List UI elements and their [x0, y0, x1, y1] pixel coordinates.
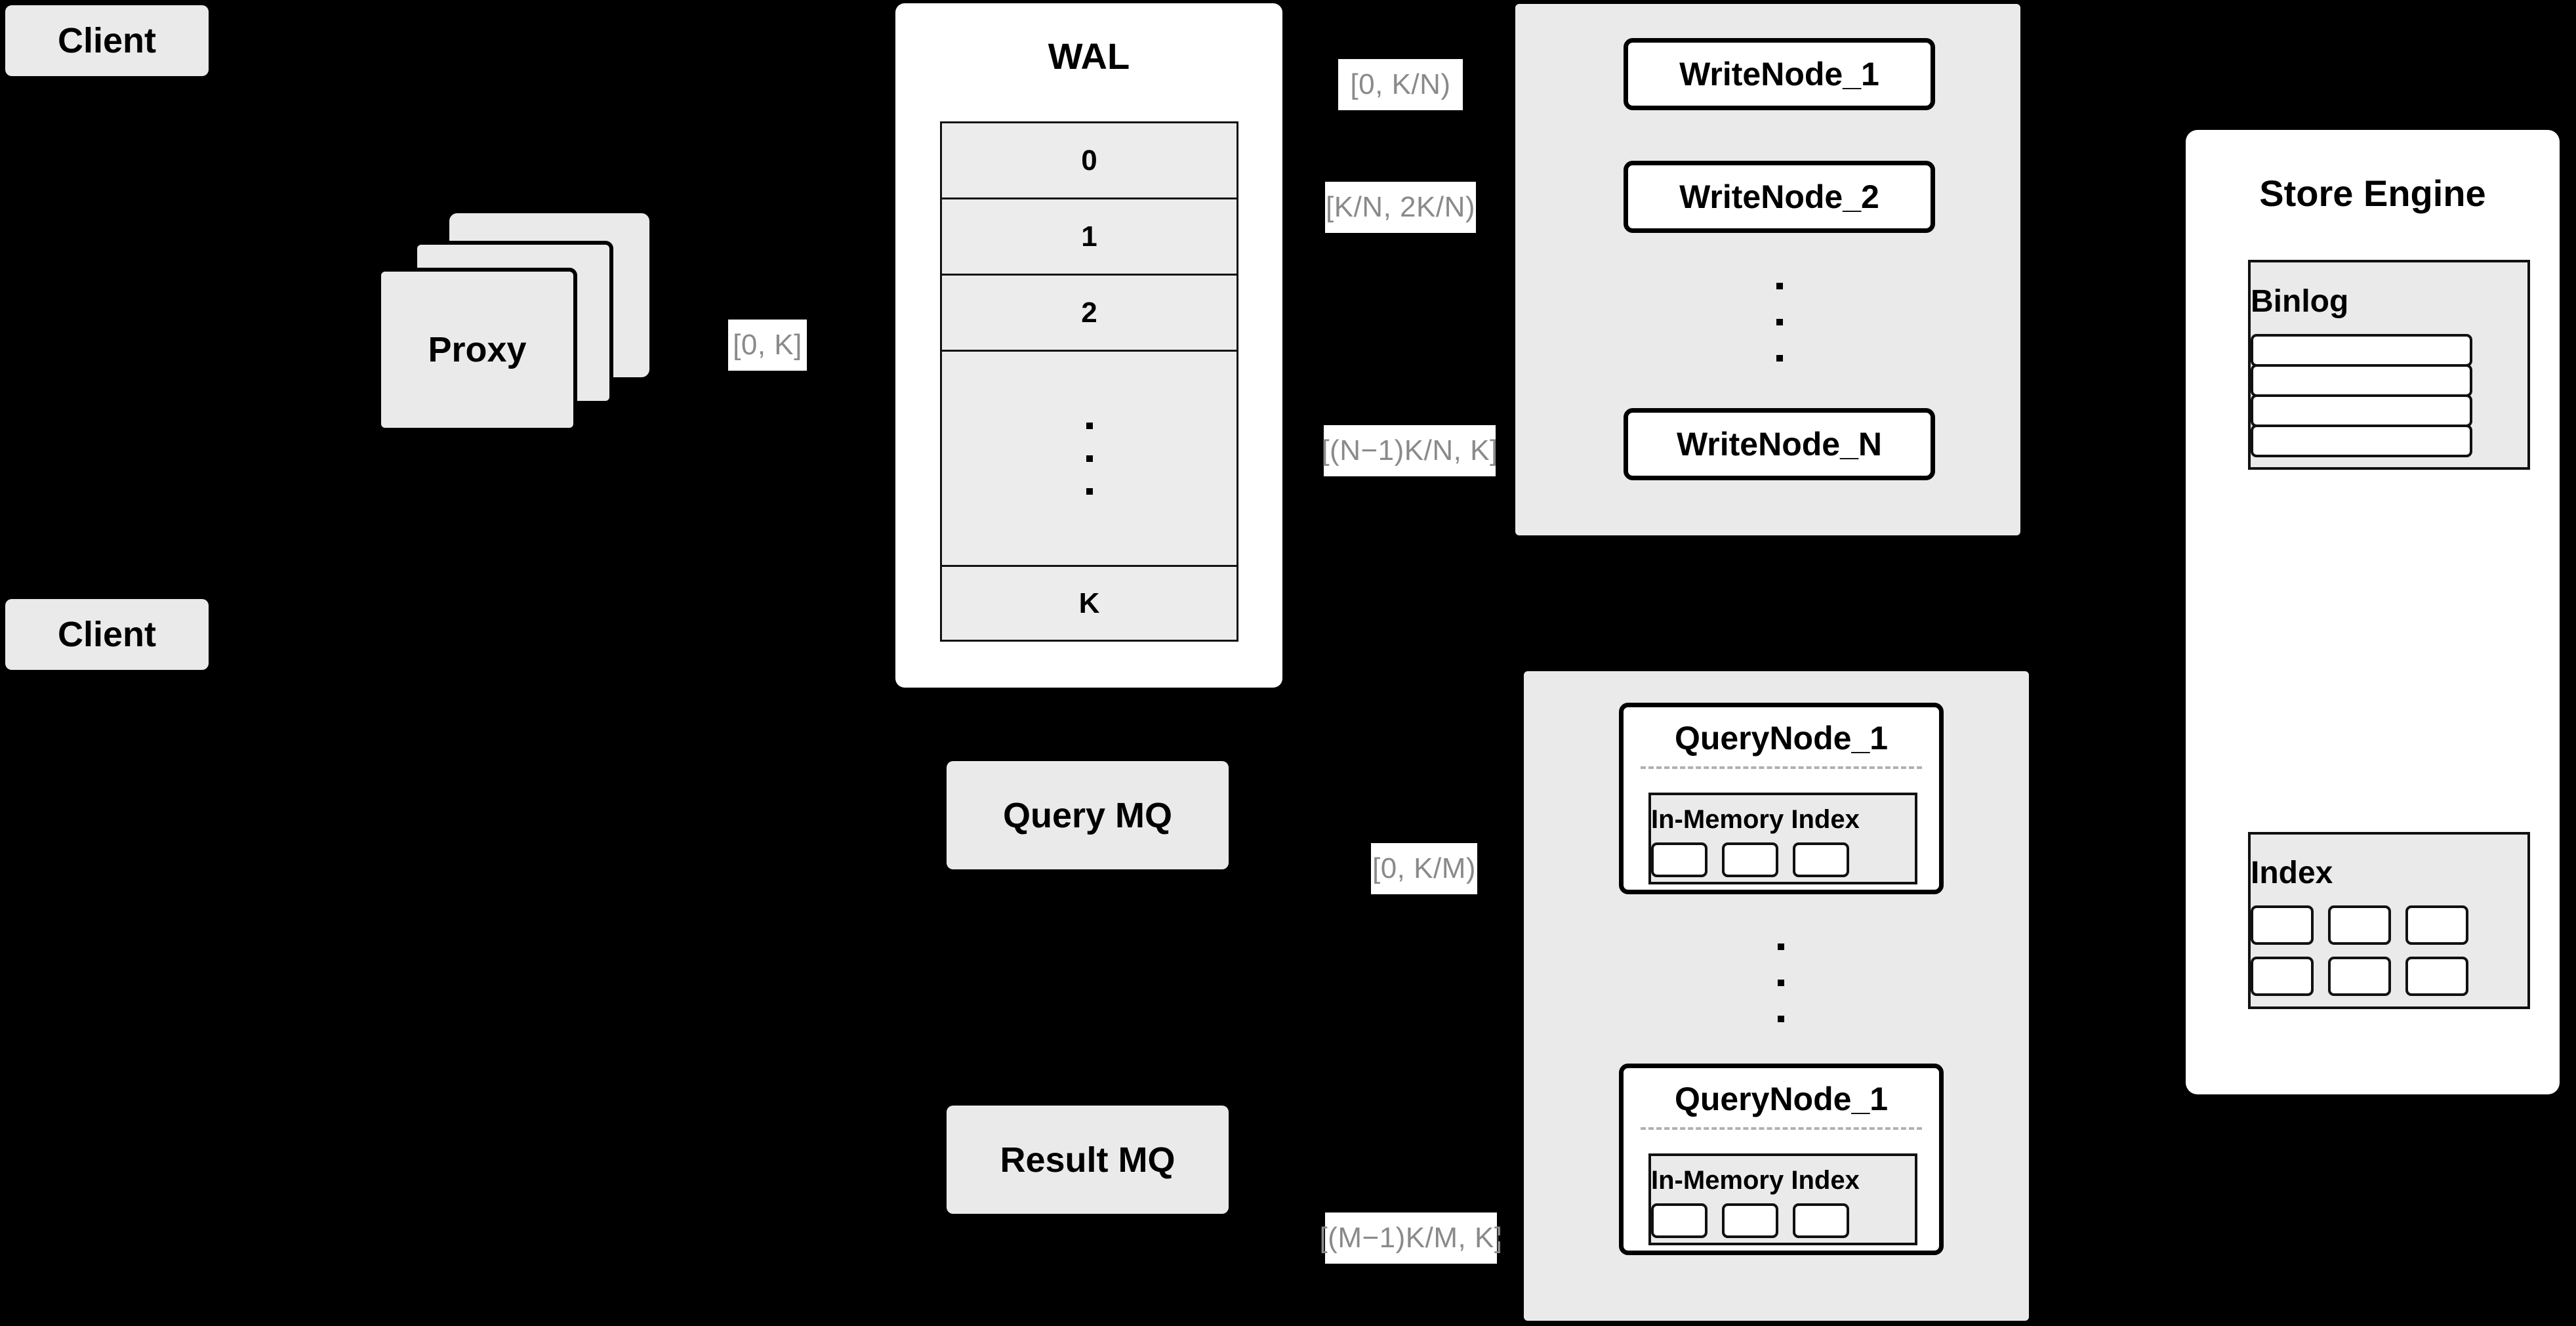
write-node-label: WriteNode_1 — [1679, 56, 1879, 93]
binlog-segment[interactable] — [2251, 363, 2472, 397]
wal-entry[interactable]: K — [940, 567, 1238, 642]
client-box-1[interactable]: Client — [5, 5, 209, 76]
binlog-panel: Binlog — [2248, 260, 2530, 470]
proxy-card-front[interactable]: Proxy — [377, 268, 577, 432]
query-node-label: QueryNode_1 — [1674, 720, 1889, 756]
wal-entry-list: 0 1 2 K — [940, 121, 1238, 642]
index-slot[interactable] — [1793, 1203, 1849, 1238]
client-label: Client — [57, 615, 156, 654]
result-mq-box[interactable]: Result MQ — [947, 1106, 1229, 1214]
write-cluster-ellipsis — [1775, 283, 1784, 362]
write-node-label: WriteNode_2 — [1679, 178, 1879, 215]
client-label: Client — [57, 21, 156, 60]
in-memory-index-1: In-Memory Index — [1648, 793, 1917, 884]
binlog-segment[interactable] — [2251, 394, 2472, 427]
in-memory-index-title: In-Memory Index — [1651, 1166, 1860, 1195]
write-node-label: WriteNode_N — [1676, 426, 1882, 463]
wal-entry-ellipsis — [940, 352, 1238, 567]
in-memory-index-m: In-Memory Index — [1648, 1153, 1917, 1245]
store-index-slot[interactable] — [2328, 905, 2391, 945]
write-cluster-panel: WriteNode_1 WriteNode_2 WriteNode_N — [1515, 4, 2020, 535]
edge-label-mq-to-querynode-1: [0, K/M) — [1371, 843, 1477, 894]
edge-label-wal-to-writenode-n: [(N−1)K/N, K] — [1321, 425, 1498, 476]
query-mq-label: Query MQ — [1002, 795, 1173, 835]
index-slot[interactable] — [1722, 1203, 1778, 1238]
edge-label-mq-to-querynode-m: [(M−1)K/M, K] — [1319, 1212, 1502, 1264]
wal-title: WAL — [1048, 35, 1130, 77]
store-index-slot[interactable] — [2328, 956, 2391, 996]
index-slot[interactable] — [1651, 1203, 1707, 1238]
wal-entry[interactable]: 1 — [940, 199, 1238, 276]
query-node-divider — [1641, 1127, 1922, 1130]
binlog-segment[interactable] — [2251, 333, 2472, 367]
store-index-title: Index — [2251, 855, 2333, 890]
wal-entry[interactable]: 2 — [940, 276, 1238, 352]
query-mq-box[interactable]: Query MQ — [947, 761, 1229, 869]
index-slot[interactable] — [1793, 842, 1849, 877]
write-node-n[interactable]: WriteNode_N — [1624, 408, 1935, 480]
wal-panel: WAL 0 1 2 K — [895, 3, 1282, 688]
write-node-1[interactable]: WriteNode_1 — [1624, 38, 1935, 110]
query-node-m[interactable]: QueryNode_1 In-Memory Index — [1619, 1064, 1944, 1255]
query-node-label: QueryNode_1 — [1674, 1081, 1889, 1117]
store-index-panel: Index — [2248, 832, 2530, 1009]
index-slot[interactable] — [1651, 842, 1707, 877]
write-node-2[interactable]: WriteNode_2 — [1624, 161, 1935, 233]
edge-label-wal-to-writenode-2: [K/N, 2K/N) — [1325, 182, 1476, 233]
binlog-title: Binlog — [2251, 283, 2349, 319]
in-memory-index-title: In-Memory Index — [1651, 805, 1860, 834]
binlog-segment[interactable] — [2251, 424, 2472, 457]
wal-entry[interactable]: 0 — [940, 121, 1238, 199]
client-box-2[interactable]: Client — [5, 599, 209, 670]
proxy-label: Proxy — [428, 330, 527, 369]
edge-label-proxy-to-wal: [0, K] — [728, 320, 807, 371]
query-node-1[interactable]: QueryNode_1 In-Memory Index — [1619, 703, 1944, 894]
store-engine-title: Store Engine — [2259, 173, 2486, 214]
index-slot[interactable] — [1722, 842, 1778, 877]
store-index-slot[interactable] — [2405, 956, 2468, 996]
result-mq-label: Result MQ — [1000, 1140, 1176, 1180]
query-cluster-ellipsis — [1776, 943, 1786, 1022]
store-index-slot[interactable] — [2251, 905, 2314, 945]
store-engine-panel: Store Engine Binlog Index — [2186, 130, 2560, 1094]
query-node-divider — [1641, 766, 1922, 769]
store-index-slot[interactable] — [2251, 956, 2314, 996]
edge-label-wal-to-writenode-1: [0, K/N) — [1338, 59, 1463, 110]
proxy-stack[interactable]: Proxy — [377, 213, 685, 432]
query-cluster-panel: QueryNode_1 In-Memory Index QueryNode_1 … — [1524, 671, 2029, 1321]
store-index-slot[interactable] — [2405, 905, 2468, 945]
